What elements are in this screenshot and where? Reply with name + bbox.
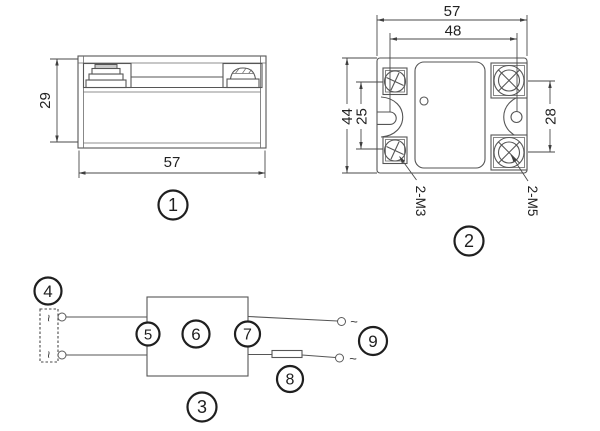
top-dim-input-span-text: 25 <box>354 108 371 125</box>
output-screw-bottom <box>490 134 528 171</box>
input-screw-top <box>382 67 408 96</box>
input-screw-bottom <box>382 136 408 165</box>
label-output-screws: 2-M5 <box>510 154 540 217</box>
label-input-screws-text: 2-M3 <box>413 186 428 217</box>
top-dim-height-text: 44 <box>339 108 356 125</box>
side-dim-height: 29 <box>37 58 78 143</box>
top-dim-output-span: 28 <box>528 80 560 153</box>
input-source-box <box>39 308 59 363</box>
top-dim-input-span: 25 <box>354 81 383 150</box>
circuit-diagram: ~ ~ ~ ~ 4 5 6 7 <box>33 276 389 423</box>
callout-1-number: 1 <box>168 195 178 215</box>
top-dim-mount-span: 48 <box>389 23 518 112</box>
callout-6-number: 6 <box>191 325 200 344</box>
callout-9: 9 <box>357 325 389 357</box>
output-terminal-bottom-circle <box>335 353 344 363</box>
top-dim-width: 57 <box>376 3 528 56</box>
led-indicator <box>419 96 429 106</box>
relay-cover <box>414 61 486 169</box>
side-view: 29 57 1 <box>37 55 267 221</box>
callout-5: 5 <box>135 321 161 347</box>
callout-8-number: 8 <box>286 372 295 389</box>
side-dim-width-text: 57 <box>164 154 181 171</box>
wire-output-bottom-right <box>301 354 336 359</box>
mount-boss-left-arc <box>380 96 404 138</box>
callout-8: 8 <box>275 364 305 394</box>
side-terminal-right <box>222 62 263 89</box>
label-input-screws: 2-M3 <box>399 156 428 217</box>
ac-symbol-output-top: ~ <box>350 314 358 329</box>
callout-1: 1 <box>157 189 189 221</box>
top-dim-output-span-text: 28 <box>543 108 560 125</box>
top-dim-height: 44 <box>339 57 377 174</box>
callout-2: 2 <box>453 225 485 257</box>
input-terminal-bottom-circle <box>57 350 67 360</box>
top-view: 57 48 44 25 <box>339 3 560 257</box>
callout-3-number: 3 <box>197 397 207 417</box>
top-dim-width-text: 57 <box>444 3 461 20</box>
wire-output-top <box>247 315 338 322</box>
side-dim-height-text: 29 <box>37 92 54 109</box>
input-terminal-top-circle <box>57 312 67 322</box>
callout-7-number: 7 <box>243 327 252 344</box>
label-output-screws-text: 2-M5 <box>525 186 540 217</box>
callout-7: 7 <box>233 320 262 348</box>
callout-3: 3 <box>186 391 218 423</box>
callout-6: 6 <box>181 319 211 349</box>
mounting-slot <box>377 111 397 125</box>
resistor <box>271 349 303 359</box>
callout-2-number: 2 <box>464 231 474 251</box>
ac-symbol-input-bottom: ~ <box>42 351 57 359</box>
callout-4-number: 4 <box>43 282 52 301</box>
mounting-hole <box>510 110 523 124</box>
ac-symbol-output-bottom: ~ <box>349 351 357 366</box>
output-screw-top <box>490 62 528 99</box>
ac-symbol-input-top: ~ <box>42 314 57 322</box>
callout-9-number: 9 <box>368 332 377 351</box>
side-dim-width: 57 <box>78 150 266 178</box>
callout-4: 4 <box>33 276 63 306</box>
output-terminal-top-circle <box>337 317 346 326</box>
side-terminal-left <box>82 62 132 89</box>
callout-5-number: 5 <box>144 327 152 344</box>
top-dim-mount-span-text: 48 <box>445 23 462 40</box>
